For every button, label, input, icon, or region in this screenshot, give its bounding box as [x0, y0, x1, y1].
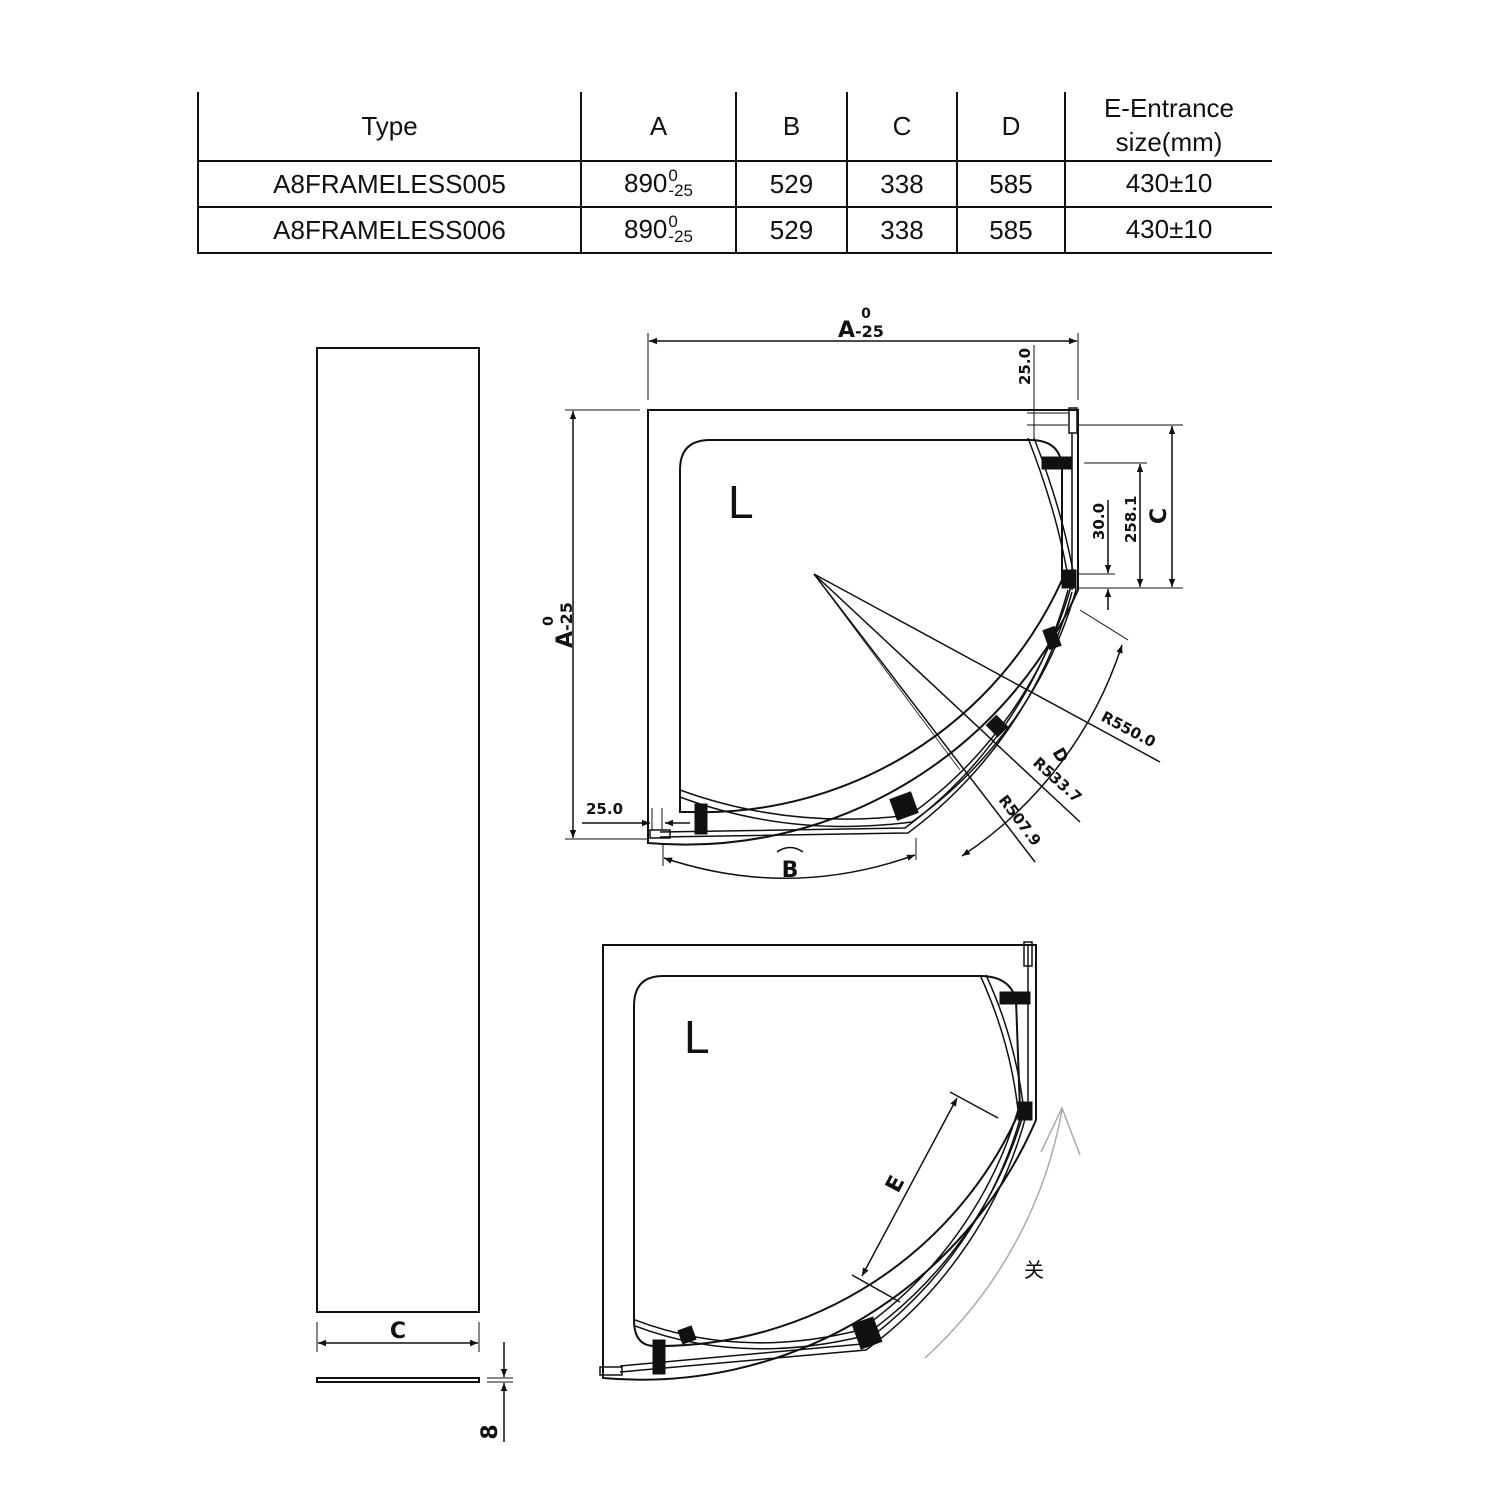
plan-view-bottom — [599, 941, 1081, 1381]
header-d: D — [956, 92, 1065, 162]
width-tol-upper: 0 — [861, 306, 871, 322]
dim-30: 30.0 — [1090, 503, 1108, 540]
tray-outline — [647, 409, 1079, 846]
cell-d: 585 — [956, 161, 1065, 208]
dim-bottom-offset: 25.0 — [586, 800, 623, 818]
tol-lower: -25 — [668, 227, 693, 247]
plan-view-top — [565, 333, 1183, 880]
header-c: C — [846, 92, 957, 162]
arc-b-label: B — [782, 858, 799, 883]
header-e-line1: E-Entrance — [1103, 93, 1235, 124]
cell-a-value: 890 — [624, 213, 668, 244]
header-e-line2: size(mm) — [1115, 127, 1223, 157]
cell-b: 529 — [735, 207, 847, 254]
cell-b: 529 — [735, 161, 847, 208]
panel-thickness-rect — [316, 1377, 480, 1383]
side-panel-rect — [316, 347, 480, 1313]
cell-d: 585 — [956, 207, 1065, 254]
tray-outline-bottom — [602, 944, 1037, 1381]
cell-a-value: 890 — [624, 167, 668, 198]
cell-e: 430±10 — [1064, 207, 1272, 254]
tol-upper: 0 — [668, 212, 678, 232]
depth-tol-upper: 0 — [541, 616, 557, 626]
header-b: B — [735, 92, 847, 162]
tol-lower: -25 — [668, 181, 693, 201]
cell-e: 430±10 — [1064, 161, 1272, 208]
dim-258: 258.1 — [1122, 496, 1140, 543]
close-label: 关 — [1024, 1258, 1044, 1282]
panel-thickness-label: 8 — [478, 1424, 503, 1439]
header-a: A — [580, 92, 736, 162]
header-type: Type — [197, 92, 581, 162]
spec-table: Type A B C D E-Entrance size(mm) A8FRAME… — [197, 92, 1272, 254]
cell-c: 338 — [846, 161, 957, 208]
dim-top-offset: 25.0 — [1016, 348, 1034, 385]
a-tolerance: 0-25 — [668, 166, 693, 201]
hand-label-bottom: L — [684, 1011, 710, 1063]
panel-width-label: C — [390, 1319, 406, 1344]
dim-c-label: C — [1147, 508, 1172, 524]
cell-c: 338 — [846, 207, 957, 254]
width-label: A-25 — [838, 318, 884, 343]
close-direction-arrow — [924, 1109, 1063, 1359]
hand-label-top: L — [728, 476, 754, 528]
header-e-entrance: E-Entrance size(mm) — [1064, 92, 1272, 162]
cell-type: A8FRAMELESS006 — [197, 207, 581, 254]
depth-label: A-25 — [553, 602, 578, 648]
a-tolerance: 0-25 — [668, 212, 693, 247]
entrance-dim-line — [861, 1097, 958, 1277]
cell-type: A8FRAMELESS005 — [197, 161, 581, 208]
tol-upper: 0 — [668, 166, 678, 186]
side-panel-view — [316, 347, 513, 1442]
table-header-row: Type A B C D E-Entrance size(mm) — [197, 92, 1272, 162]
